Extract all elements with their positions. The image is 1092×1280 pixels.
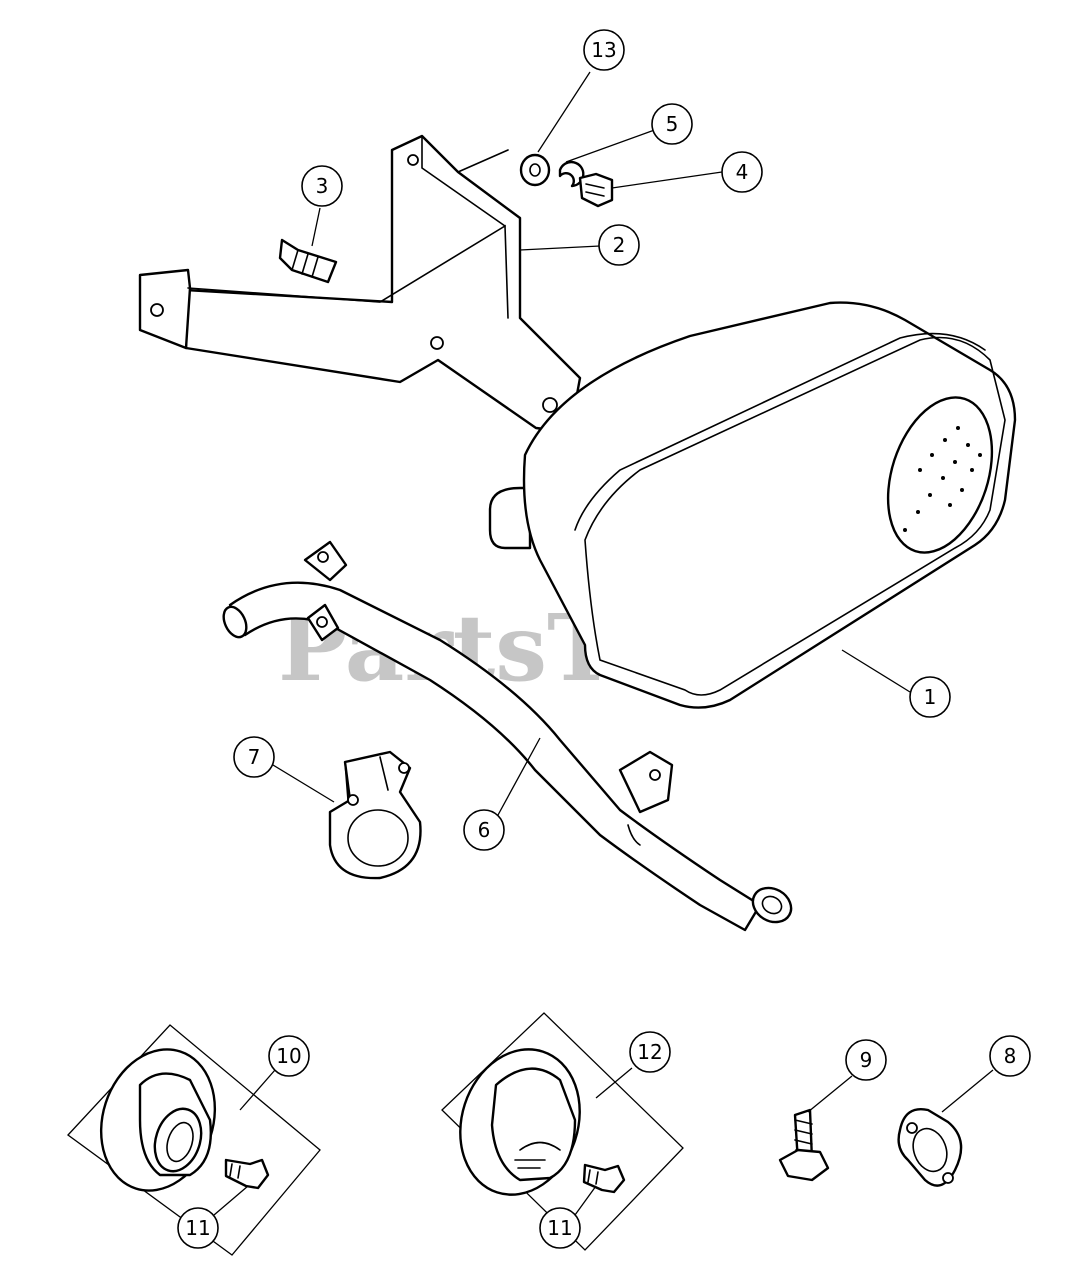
- callout-circle[interactable]: [629, 1031, 671, 1073]
- callout-label: 8: [1004, 1044, 1017, 1068]
- leader-13: [537, 71, 591, 153]
- leader-3: [311, 207, 321, 247]
- leader-12: [595, 1067, 633, 1099]
- callout-circle[interactable]: [598, 224, 640, 266]
- deflector-part: [67, 1024, 321, 1256]
- leader-5: [565, 127, 661, 163]
- gasket-part: [897, 1108, 963, 1187]
- callout-label: 9: [860, 1048, 873, 1072]
- callout-1[interactable]: 1: [909, 676, 951, 718]
- callout-8[interactable]: 8: [989, 1035, 1031, 1077]
- callout-6[interactable]: 6: [463, 809, 505, 851]
- leader-11a: [213, 1185, 249, 1216]
- callout-circle[interactable]: [268, 1035, 310, 1077]
- washer-part: [519, 153, 551, 187]
- callout-circle[interactable]: [463, 809, 505, 851]
- callout-7[interactable]: 7: [233, 736, 275, 778]
- callout-12[interactable]: 12: [629, 1031, 671, 1073]
- lock-washer-part: [558, 160, 585, 188]
- leader-10: [239, 1069, 276, 1111]
- callout-label: 1: [924, 685, 937, 709]
- callout-circle[interactable]: [909, 676, 951, 718]
- callout-11a[interactable]: 11: [177, 1207, 219, 1249]
- callout-circle[interactable]: [845, 1039, 887, 1081]
- callout-label: 2: [613, 233, 626, 257]
- leader-6: [497, 737, 541, 816]
- leader-2: [519, 245, 601, 251]
- callout-label: 6: [478, 818, 491, 842]
- callout-label: 10: [276, 1044, 301, 1068]
- callout-label: 12: [637, 1040, 662, 1064]
- deflector-screw-b-part: [582, 1163, 626, 1194]
- leader-lines: [213, 71, 994, 1216]
- stud-part: [278, 238, 338, 284]
- leader-1: [841, 649, 911, 693]
- deflector-screw-a-part: [224, 1158, 270, 1190]
- callout-13[interactable]: 13: [583, 29, 625, 71]
- callout-label: 5: [666, 112, 679, 136]
- callout-11b[interactable]: 11: [539, 1207, 581, 1249]
- callout-circle[interactable]: [539, 1207, 581, 1249]
- callout-circle[interactable]: [233, 736, 275, 778]
- callout-label: 13: [591, 38, 616, 62]
- leader-11b: [574, 1185, 597, 1216]
- leader-7: [267, 761, 335, 803]
- callout-group: 13 5 4 3 2 1 7 6 10 11 12 11 9 8: [177, 29, 1031, 1249]
- callout-circle[interactable]: [301, 165, 343, 207]
- callout-9[interactable]: 9: [845, 1039, 887, 1081]
- leader-9: [807, 1075, 853, 1113]
- callout-2[interactable]: 2: [598, 224, 640, 266]
- bolt-part: [778, 1108, 830, 1182]
- deflector-cap-part: [441, 1012, 684, 1251]
- muffler-bracket-part: [138, 134, 582, 434]
- muffler-part: [488, 301, 1017, 709]
- callout-label: 11: [185, 1216, 210, 1240]
- callout-5[interactable]: 5: [651, 103, 693, 145]
- screw-part: [578, 172, 614, 208]
- callout-circle[interactable]: [721, 151, 763, 193]
- leader-8: [941, 1069, 994, 1113]
- callout-circle[interactable]: [583, 29, 625, 71]
- exhaust-pipe-part: [222, 540, 793, 932]
- clamp-part: [328, 750, 422, 880]
- callout-10[interactable]: 10: [268, 1035, 310, 1077]
- leader-4: [611, 171, 723, 189]
- callout-label: 11: [547, 1216, 572, 1240]
- callout-label: 7: [248, 745, 261, 769]
- callout-label: 4: [736, 160, 749, 184]
- callout-circle[interactable]: [177, 1207, 219, 1249]
- callout-circle[interactable]: [651, 103, 693, 145]
- callout-4[interactable]: 4: [721, 151, 763, 193]
- callout-3[interactable]: 3: [301, 165, 343, 207]
- callout-circle[interactable]: [989, 1035, 1031, 1077]
- callout-label: 3: [316, 174, 329, 198]
